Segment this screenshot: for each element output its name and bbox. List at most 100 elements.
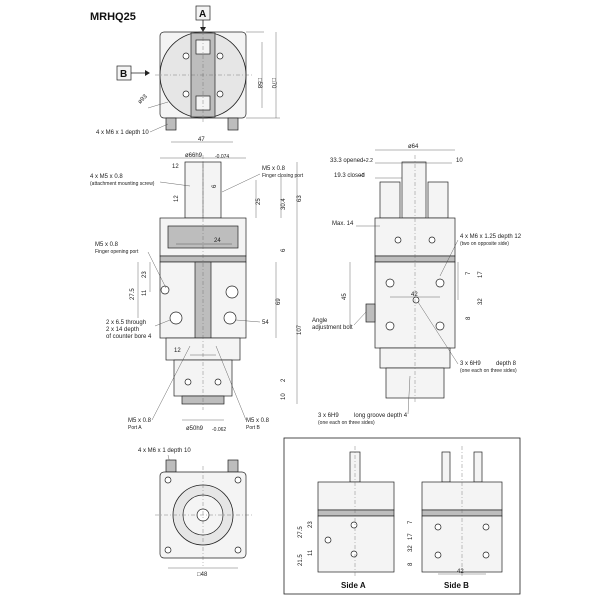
inset-b-7: 7 <box>408 520 414 524</box>
side-m6-2: (two on opposite side) <box>460 241 509 247</box>
bottom-sq48: □48 <box>197 572 208 578</box>
inset-b-hole-2 <box>482 523 490 531</box>
front-m5-open-1: M5 x 0.8 <box>95 242 119 248</box>
side-dim-8: 8 <box>466 316 472 320</box>
dim-phi93: ø93 <box>137 93 149 105</box>
dim-leader <box>439 239 459 277</box>
front-phi66-tol: -0.074 <box>215 154 229 160</box>
front-porta-2: Port A <box>128 425 142 431</box>
inset-a-11: 11 <box>308 549 314 556</box>
inset-b-8: 8 <box>408 562 414 566</box>
front-dim-23: 23 <box>142 271 148 278</box>
model-title: MRHQ25 <box>90 11 136 23</box>
top-hole-2 <box>216 52 224 60</box>
bottom-screw-note: 4 x M6 x 1 depth 10 <box>138 448 191 454</box>
side-dim-10: 10 <box>456 158 463 164</box>
dim-leader <box>147 251 167 289</box>
inset-a-21-5: 21.5 <box>298 554 304 566</box>
side-h9-3: (one each on three sides) <box>460 368 517 374</box>
dim-leader <box>159 181 191 187</box>
inset-b-17: 17 <box>408 533 414 540</box>
front-dim-30-4: 30.4 <box>281 198 287 210</box>
top-port-left <box>165 117 177 131</box>
front-counterbore-right <box>225 285 239 299</box>
front-dim-6b: 6 <box>281 248 287 252</box>
inset-b-hole-3 <box>434 551 442 559</box>
side-view: ø64 33.3 opened +2.2 19.3 closed -0 10 M… <box>312 144 522 426</box>
front-dim-11: 11 <box>142 289 148 296</box>
side-dim-32: 32 <box>478 298 484 305</box>
front-dim-69: 69 <box>276 298 282 305</box>
side-closed-tol: -0 <box>360 173 365 179</box>
top-dim-47: 47 <box>198 137 205 143</box>
front-dim-12: 12 <box>172 164 179 170</box>
top-hole-4 <box>216 90 224 98</box>
side-dim-17: 17 <box>478 271 484 278</box>
front-counterbore-right-2 <box>223 311 237 325</box>
front-dim-27-5: 27.5 <box>130 288 136 300</box>
inset-side-a-label: Side A <box>341 581 366 590</box>
dim-sq70: □70 <box>270 78 276 89</box>
side-groove-3: (one each on three sides) <box>318 420 375 426</box>
bottom-port-left <box>165 459 177 473</box>
side-hole-2 <box>435 278 445 288</box>
inset-side-b-label: Side B <box>444 581 469 590</box>
front-dim-12b: 12 <box>174 195 180 202</box>
front-phi50-tol: -0.062 <box>212 427 226 433</box>
front-m5-close-1: M5 x 0.8 <box>262 166 286 172</box>
front-dim-6: 6 <box>212 184 218 188</box>
inset-b-hole-4 <box>482 551 490 559</box>
side-dim-42: 42 <box>411 292 418 298</box>
inset-frame <box>283 437 521 595</box>
front-phi50: ø50h9 <box>186 426 204 432</box>
front-portb-1: M5 x 0.8 <box>246 418 270 424</box>
inset-b-finger-right <box>473 451 483 483</box>
side-hole-5 <box>435 321 445 331</box>
front-m5-open-2: Finger opening port <box>95 249 139 255</box>
side-finger-right <box>427 181 449 219</box>
front-m5-attach-1: 4 x M5 x 0.8 <box>90 174 123 180</box>
dim-leader <box>417 301 459 365</box>
inset-a-hole-2 <box>324 536 332 544</box>
inset-a-cap <box>317 481 395 511</box>
inset-b-hole-1 <box>434 523 442 531</box>
front-dim-24: 24 <box>214 238 221 244</box>
dim-leader <box>147 101 169 109</box>
front-base-hole-1 <box>184 378 192 386</box>
inset-a-27-5: 27.5 <box>298 526 304 538</box>
inset-side-a: 27.5 23 21.5 11 Side A <box>298 446 395 590</box>
side-phi64: ø64 <box>408 144 419 150</box>
front-dim-54: 54 <box>262 320 269 326</box>
bottom-port-right <box>227 459 239 473</box>
side-opened: 33.3 opened <box>330 158 363 164</box>
side-max14: Max. 14 <box>332 221 354 227</box>
side-cap-hole-1 <box>394 236 402 244</box>
front-m5-close-2: Finger closing port <box>262 173 304 179</box>
front-port-open <box>160 285 170 295</box>
side-hole-4 <box>385 321 395 331</box>
bottom-hole-3 <box>164 546 172 554</box>
side-groove-2: long groove depth 4 <box>354 413 408 419</box>
top-port-right <box>227 117 239 131</box>
side-h9-2: depth 8 <box>496 361 517 367</box>
inset-a-hole-1 <box>350 521 358 529</box>
inset-b-finger-left <box>441 451 451 483</box>
front-porta-1: M5 x 0.8 <box>128 418 152 424</box>
side-dim-7: 7 <box>466 271 472 275</box>
side-dim-45: 45 <box>342 293 348 300</box>
side-angle-2: adjustment bolt <box>312 325 353 331</box>
top-hole-1 <box>182 52 190 60</box>
dim-leader <box>215 345 247 421</box>
dim-leader <box>235 319 261 323</box>
dim-leader <box>221 173 261 193</box>
front-view: ø66h9 -0.074 12 4 x M5 x 0.8 (attachment… <box>90 153 304 433</box>
bottom-hole-2 <box>234 476 242 484</box>
front-counterbore-left <box>169 311 183 325</box>
front-dim-63: 63 <box>297 195 303 202</box>
view-b-arrowhead <box>145 70 150 76</box>
side-cap-hole-2 <box>428 236 436 244</box>
side-h9-1: 3 x 6H9 <box>460 361 481 367</box>
inset-a-hole-3 <box>350 550 358 558</box>
front-dim-25: 25 <box>256 198 262 205</box>
dim-leader <box>353 311 367 326</box>
